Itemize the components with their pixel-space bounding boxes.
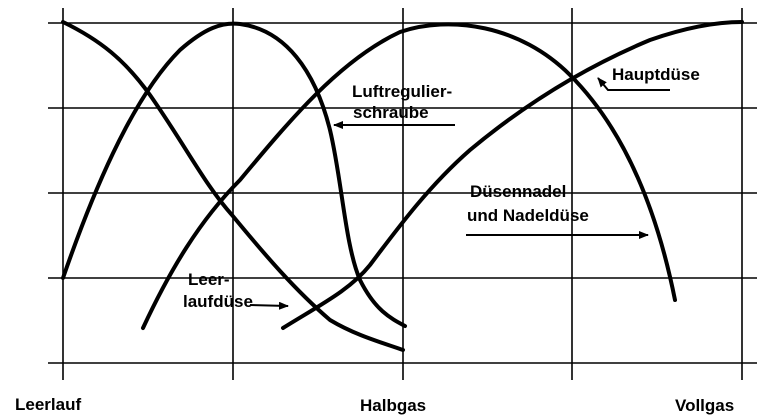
arrow-icon bbox=[597, 77, 670, 91]
label-text: laufdüse bbox=[183, 292, 253, 311]
curve-luftregulierschraube bbox=[61, 21, 407, 328]
label-luftregulierschraube: Luftregulier- schraube bbox=[333, 82, 455, 129]
curve-duesennadel bbox=[141, 22, 677, 330]
label-text: schraube bbox=[353, 103, 429, 122]
x-label-halbgas: Halbgas bbox=[360, 396, 426, 415]
label-text: Leer- bbox=[188, 270, 230, 289]
label-text: und Nadeldüse bbox=[467, 206, 589, 225]
x-label-leerlauf: Leerlauf bbox=[15, 395, 81, 414]
label-hauptduese: Hauptdüse bbox=[597, 65, 700, 91]
x-label-vollgas: Vollgas bbox=[675, 396, 734, 415]
curve-leerlaufduese bbox=[61, 20, 405, 352]
label-text: Luftregulier- bbox=[352, 82, 452, 101]
label-duesennadel: Düsennadel und Nadeldüse bbox=[466, 182, 649, 239]
label-text: Hauptdüse bbox=[612, 65, 700, 84]
curve-hauptduese bbox=[281, 20, 744, 330]
x-axis-labels: Leerlauf Halbgas Vollgas bbox=[15, 395, 734, 415]
grid bbox=[48, 8, 757, 380]
label-leerlaufduese: Leer- laufdüse bbox=[183, 270, 289, 311]
arrow-icon bbox=[249, 301, 289, 310]
label-text: Düsennadel bbox=[470, 182, 566, 201]
